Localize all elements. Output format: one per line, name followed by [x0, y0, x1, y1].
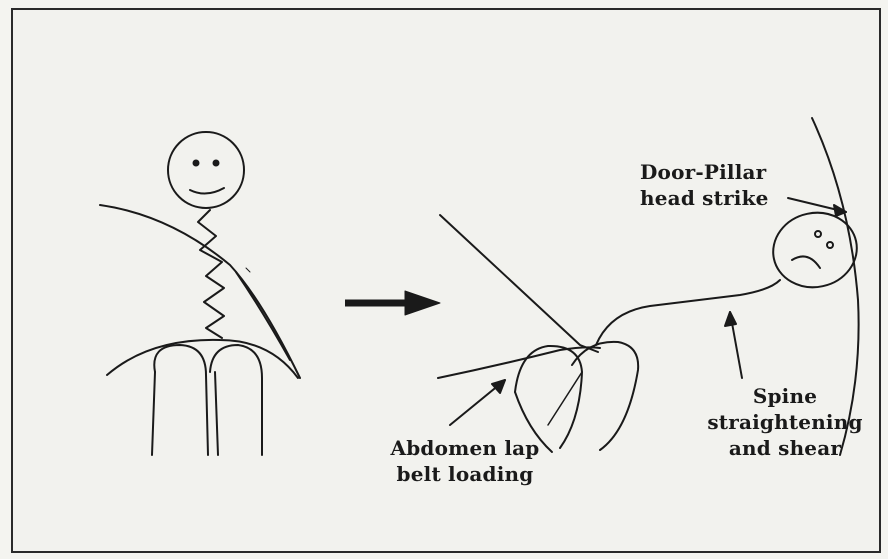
upright-occupant-figure — [100, 132, 300, 455]
upright-smile — [190, 188, 224, 194]
slumped-spine — [596, 280, 780, 345]
slumped-eye-lower — [827, 242, 833, 248]
slumped-eye-upper — [815, 231, 821, 237]
abdomen-pointer-head — [492, 380, 505, 393]
slumped-frown — [792, 256, 820, 268]
spine-label: Spine straightening and shear — [690, 383, 880, 461]
abdomen-pointer-2 — [548, 372, 582, 425]
slumped-knee-left — [515, 346, 582, 448]
upright-spine-zigzag — [198, 210, 224, 338]
abdomen-label-line-1: Abdomen lap — [372, 435, 558, 461]
slumped-head — [766, 205, 864, 295]
spine-label-line-3: and shear — [690, 435, 880, 461]
slumped-knee-right — [572, 342, 638, 450]
slumped-shoulder-belt — [440, 215, 598, 352]
spine-label-line-2: straightening — [690, 409, 880, 435]
right-arrow-icon — [345, 291, 440, 315]
upright-belt-tick — [246, 268, 250, 272]
upright-left-leg — [154, 345, 208, 455]
upright-head — [168, 132, 244, 208]
door-pillar-label: Door-Pillar head strike — [640, 159, 769, 211]
upright-right-leg-inner — [215, 372, 218, 455]
upright-right-eye — [214, 161, 219, 166]
door-pillar-label-line-2: head strike — [640, 185, 769, 211]
abdomen-label-line-2: belt loading — [372, 461, 558, 487]
door-pillar-label-line-1: Door-Pillar — [640, 159, 769, 185]
spine-label-line-1: Spine — [690, 383, 880, 409]
abdomen-label: Abdomen lap belt loading — [372, 435, 558, 487]
upright-left-leg-outer — [152, 372, 155, 455]
spine-pointer-head — [725, 312, 736, 326]
upright-left-eye — [194, 161, 199, 166]
